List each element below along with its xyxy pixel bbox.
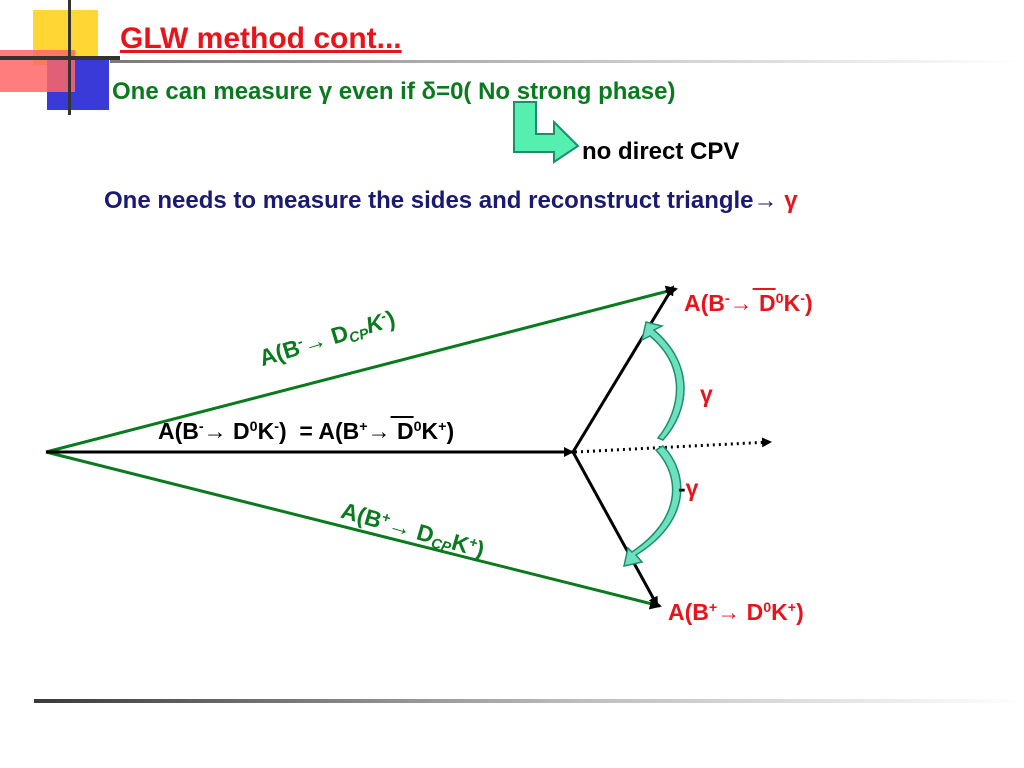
logo-vertical-line xyxy=(68,0,71,115)
line1-suffix: =0( No strong phase) xyxy=(436,78,676,105)
footer-rule xyxy=(34,699,1024,703)
bent-block-arrow-icon xyxy=(513,101,580,164)
gamma-arc-arrow-icon xyxy=(640,321,685,441)
minus-gamma-angle-label: -γ xyxy=(678,475,699,501)
line1-mid: even if xyxy=(332,78,422,105)
minus-gamma-arc-arrow-icon xyxy=(623,445,682,567)
line1-delta-symbol: δ xyxy=(421,78,437,105)
line3-text: One needs to measure the sides and recon… xyxy=(104,187,754,214)
upper-side-vector xyxy=(45,285,678,454)
bottom-right-label: A(B+→ D0K+) xyxy=(668,599,804,625)
top-right-label: A(B-→ D0K-) xyxy=(684,290,813,316)
slide-title: GLW method cont... xyxy=(120,22,402,55)
slide-logo-decoration xyxy=(0,0,120,115)
gamma-angle-label: γ xyxy=(700,381,713,407)
logo-horizontal-line xyxy=(0,56,120,60)
base-label: A(B-→ D0K-) = A(B+→ D0K+) xyxy=(158,418,455,444)
statement-measure-gamma: One can measure γ even if δ=0( No strong… xyxy=(112,78,675,106)
title-rule xyxy=(110,60,1024,63)
lower-side-vector xyxy=(45,450,662,610)
line1-gamma-symbol: γ xyxy=(318,78,333,105)
statement-reconstruct-triangle: One needs to measure the sides and recon… xyxy=(104,187,798,215)
line3-gamma-symbol: γ xyxy=(784,187,798,214)
line3-arrow-symbol: → xyxy=(753,187,778,214)
line1-prefix: One can measure xyxy=(112,78,319,105)
dotted-extension-line xyxy=(574,437,772,454)
lower-right-vector xyxy=(571,451,659,607)
statement-no-direct-cpv: no direct CPV xyxy=(582,138,740,165)
upper-right-vector xyxy=(571,285,675,453)
